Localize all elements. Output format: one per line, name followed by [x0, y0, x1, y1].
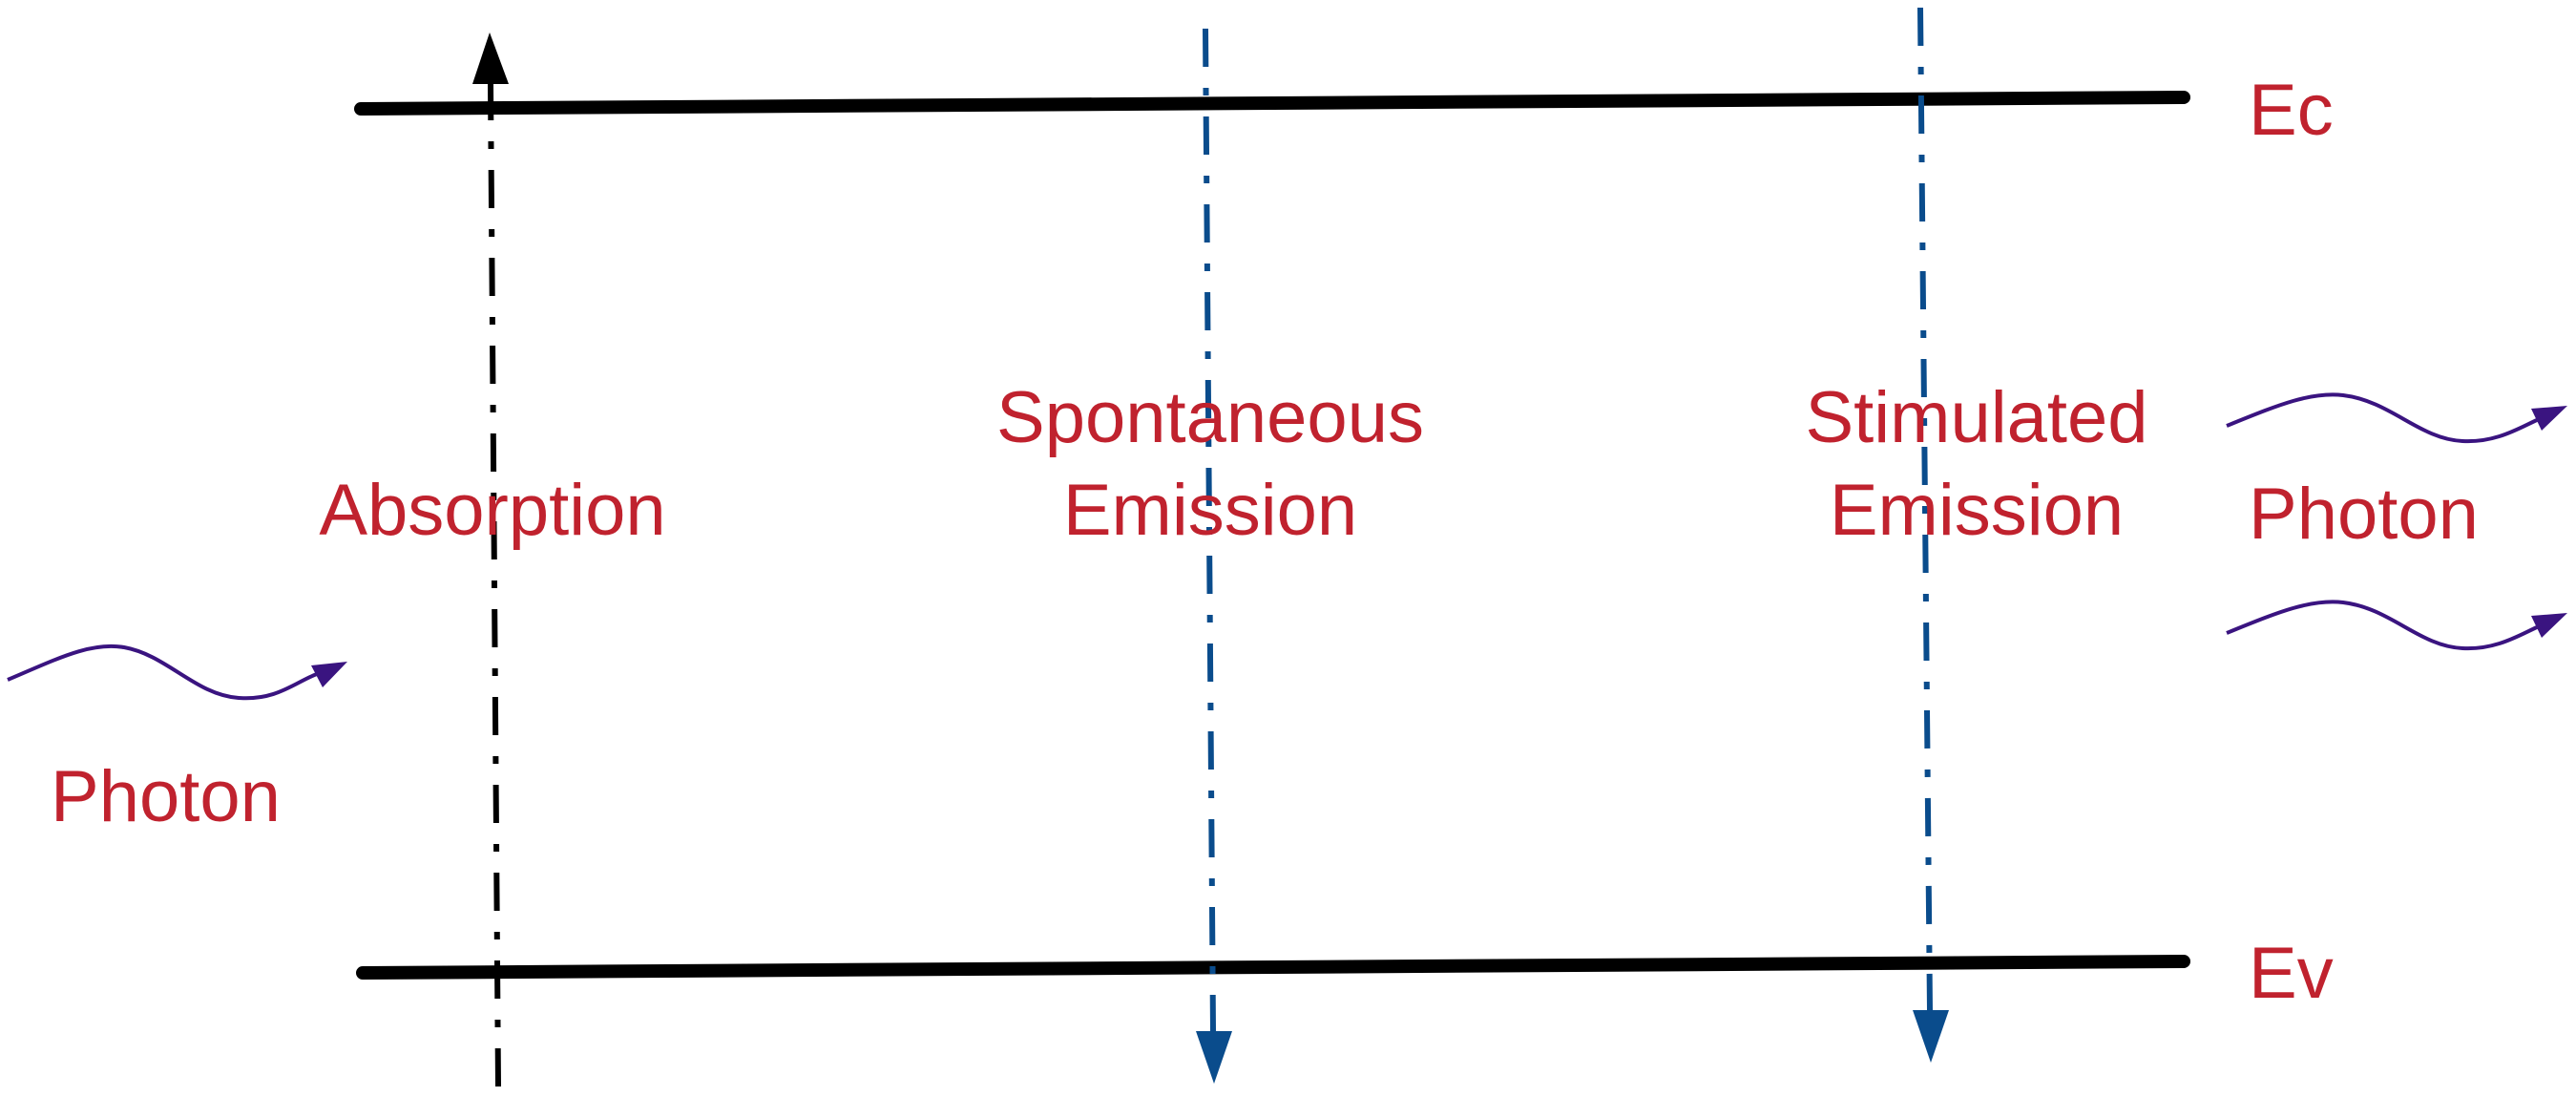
absorption-arrow-head [472, 32, 509, 84]
outgoing-photon-arrow-head-lower [2531, 613, 2567, 638]
stimulated-emission-arrow-head [1913, 1010, 1949, 1063]
spontaneous-emission-label-line2: Emission [1063, 470, 1357, 551]
conduction-band-line [354, 91, 2190, 116]
absorption-label: Absorption [319, 470, 665, 551]
outgoing-photon-wave-upper [2226, 392, 2538, 444]
stimulated-emission-label-line2: Emission [1830, 470, 2124, 551]
absorption-arrow [488, 83, 501, 1087]
outgoing-photon-arrow-head-upper [2531, 406, 2567, 431]
incoming-photon-label: Photon [51, 756, 281, 837]
valence-band-label: Ev [2249, 933, 2334, 1014]
valence-band-line [356, 955, 2190, 980]
incoming-photon-arrow-head [311, 662, 347, 687]
stimulated-emission-arrow [1917, 7, 1933, 1011]
spontaneous-emission-arrow [1203, 28, 1216, 1032]
conduction-band-label: Ec [2249, 70, 2334, 151]
outgoing-photon-label: Photon [2249, 474, 2479, 555]
outgoing-photon-wave-lower [2226, 600, 2538, 651]
spontaneous-emission-arrow-head [1196, 1031, 1232, 1084]
stimulated-emission-label-line1: Stimulated [1805, 377, 2147, 458]
incoming-photon-wave [7, 643, 318, 701]
spontaneous-emission-label-line1: Spontaneous [996, 377, 1424, 458]
